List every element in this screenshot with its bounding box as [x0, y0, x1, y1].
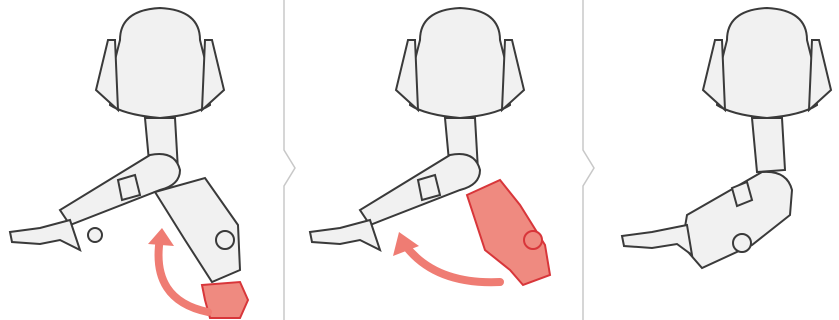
upper-body: [396, 8, 524, 172]
lower-leg-highlight: [467, 180, 550, 285]
foot: [310, 220, 380, 250]
upper-body: [703, 8, 831, 172]
panel-step-1: [0, 0, 280, 320]
panel-step-3: [592, 0, 839, 320]
folded-leg: [682, 172, 792, 268]
upper-leg: [360, 154, 480, 225]
arrow-head: [148, 228, 174, 246]
foot: [10, 220, 80, 250]
foot: [622, 225, 692, 255]
lower-leg: [155, 178, 240, 282]
upper-body: [96, 8, 224, 172]
panel-step-2: [295, 0, 575, 320]
